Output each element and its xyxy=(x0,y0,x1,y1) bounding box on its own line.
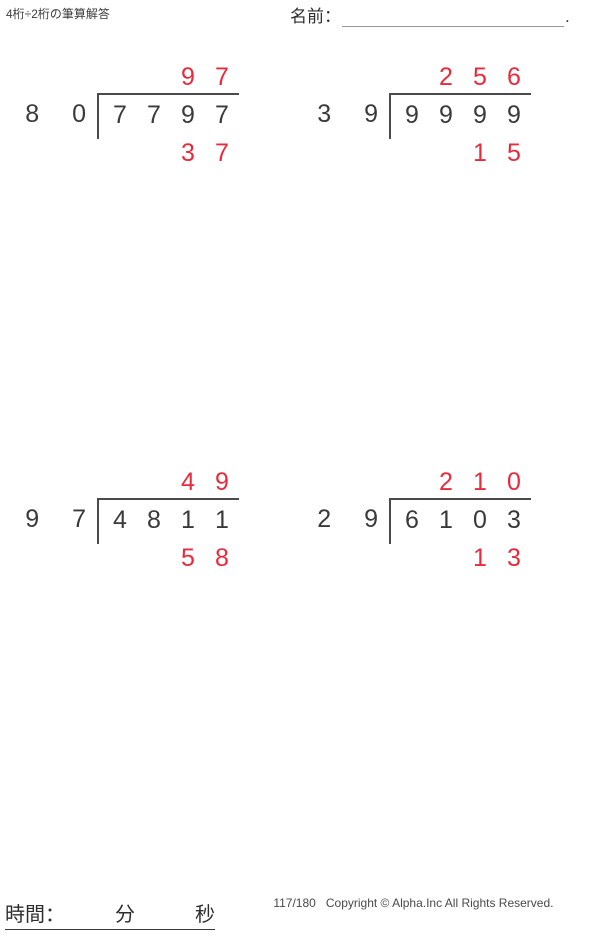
dividend-digit: 6 xyxy=(405,506,419,534)
dividend-digit: 7 xyxy=(113,101,127,129)
divisor: 3 9 xyxy=(317,100,391,128)
quotient-digit: 6 xyxy=(507,63,521,91)
quotient-digit: 7 xyxy=(215,63,229,91)
quotient-row: 2 1 0 xyxy=(389,467,531,497)
division-bracket xyxy=(389,498,531,544)
divisor: 8 0 xyxy=(25,100,99,128)
remainder-digit: 1 xyxy=(473,139,487,167)
dividend-digit: 4 xyxy=(113,506,127,534)
remainder-row: 3 7 xyxy=(97,138,239,168)
quotient-digit: 4 xyxy=(181,468,195,496)
footer-meta: 117/180 Copyright © Alpha.Inc All Rights… xyxy=(260,879,553,927)
dividend-digit: 8 xyxy=(147,506,161,534)
dividend-digit: 9 xyxy=(473,101,487,129)
division-bracket xyxy=(97,498,239,544)
problem-2: 3 9 2 5 6 9 9 9 9 1 5 xyxy=(300,62,580,182)
problem-1: 8 0 9 7 7 7 9 7 3 7 xyxy=(8,62,288,182)
dividend-digit: 9 xyxy=(405,101,419,129)
page-number: 117/180 xyxy=(273,896,316,910)
quotient-digit: 2 xyxy=(439,63,453,91)
remainder-row: 1 5 xyxy=(389,138,531,168)
remainder-digit: 8 xyxy=(215,544,229,572)
name-field-area: 名前： . xyxy=(290,7,570,27)
dividend-digit: 7 xyxy=(147,101,161,129)
page-title: 4桁÷2桁の筆算解答 xyxy=(6,7,110,21)
problem-3: 9 7 4 9 4 8 1 1 5 8 xyxy=(8,467,288,587)
remainder-digit: 7 xyxy=(215,139,229,167)
dividend-digit: 3 xyxy=(507,506,521,534)
remainder-digit: 1 xyxy=(473,544,487,572)
quotient-row: 4 9 xyxy=(97,467,239,497)
quotient-digit: 0 xyxy=(507,468,521,496)
dividend-digit: 9 xyxy=(439,101,453,129)
division-bracket xyxy=(97,93,239,139)
divisor: 2 9 xyxy=(317,505,391,533)
quotient-row: 9 7 xyxy=(97,62,239,92)
name-label: 名前： xyxy=(290,7,341,26)
remainder-row: 1 3 xyxy=(389,543,531,573)
remainder-digit: 5 xyxy=(507,139,521,167)
dividend-row: 6 1 0 3 xyxy=(389,505,531,535)
dividend-digit: 1 xyxy=(215,506,229,534)
divisor: 9 7 xyxy=(25,505,99,533)
dividend-digit: 0 xyxy=(473,506,487,534)
dividend-digit: 7 xyxy=(215,101,229,129)
quotient-digit: 9 xyxy=(215,468,229,496)
remainder-row: 5 8 xyxy=(97,543,239,573)
dividend-digit: 9 xyxy=(181,101,195,129)
remainder-digit: 3 xyxy=(181,139,195,167)
quotient-digit: 1 xyxy=(473,468,487,496)
quotient-row: 2 5 6 xyxy=(389,62,531,92)
page-footer: 時間： 分 秒 117/180 Copyright © Alpha.Inc Al… xyxy=(0,894,600,938)
quotient-digit: 9 xyxy=(181,63,195,91)
division-bracket xyxy=(389,93,531,139)
dividend-row: 7 7 9 7 xyxy=(97,100,239,130)
name-trailing-dot: . xyxy=(565,7,570,26)
time-label: 時間： 分 秒 xyxy=(5,903,215,930)
name-input-rule[interactable] xyxy=(342,9,564,27)
problem-4: 2 9 2 1 0 6 1 0 3 1 3 xyxy=(300,467,580,587)
quotient-digit: 2 xyxy=(439,468,453,496)
dividend-digit: 1 xyxy=(181,506,195,534)
dividend-digit: 1 xyxy=(439,506,453,534)
dividend-row: 4 8 1 1 xyxy=(97,505,239,535)
dividend-row: 9 9 9 9 xyxy=(389,100,531,130)
dividend-digit: 9 xyxy=(507,101,521,129)
quotient-digit: 5 xyxy=(473,63,487,91)
remainder-digit: 5 xyxy=(181,544,195,572)
remainder-digit: 3 xyxy=(507,544,521,572)
copyright-notice: Copyright © Alpha.Inc All Rights Reserve… xyxy=(325,896,554,910)
